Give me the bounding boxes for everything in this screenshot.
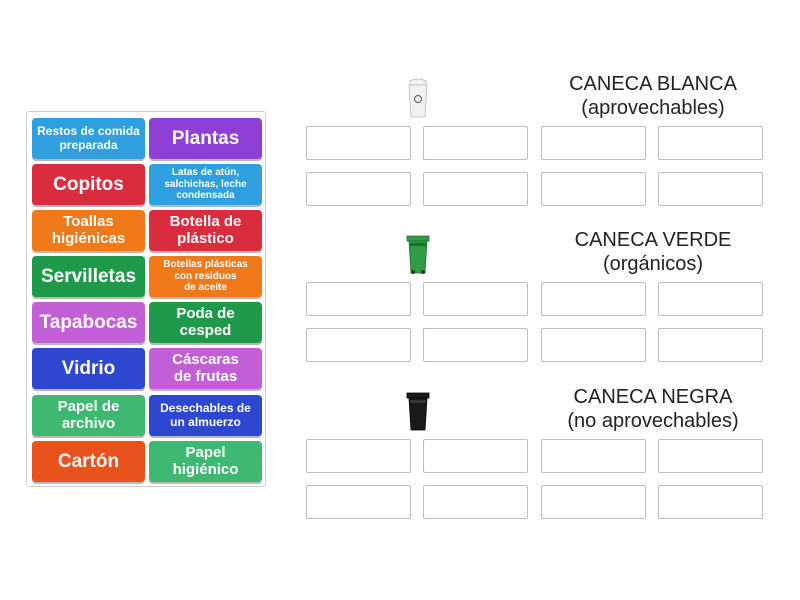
drop-zone[interactable]: [658, 328, 763, 362]
drop-zone[interactable]: [541, 328, 646, 362]
drop-zone[interactable]: [306, 172, 411, 206]
drop-zone[interactable]: [541, 126, 646, 160]
word-tile[interactable]: Latas de atún, salchichas, leche condens…: [149, 164, 262, 205]
word-tile[interactable]: Tapabocas: [32, 302, 145, 343]
drop-zone[interactable]: [423, 485, 528, 519]
word-tile[interactable]: Cartón: [32, 441, 145, 482]
word-tile[interactable]: Plantas: [149, 118, 262, 159]
word-tile-label: Toallas higiénicas: [51, 212, 126, 247]
drop-zone[interactable]: [423, 126, 528, 160]
black-bin-icon: [405, 390, 431, 437]
word-tile-label: Latas de atún, salchichas, leche condens…: [164, 167, 247, 202]
word-tile[interactable]: Copitos: [32, 164, 145, 205]
drop-zone[interactable]: [658, 126, 763, 160]
drop-zone[interactable]: [306, 439, 411, 473]
word-tile-label: Copitos: [53, 173, 124, 195]
word-tile[interactable]: Toallas higiénicas: [32, 210, 145, 251]
word-tile[interactable]: Restos de comida preparada: [32, 118, 145, 159]
word-tile-label: Botellas plásticas con residuos de aceit…: [163, 259, 248, 294]
bin-title: CANECA VERDE (orgánicos): [574, 229, 732, 275]
drop-zone[interactable]: [423, 439, 528, 473]
drop-zone[interactable]: [306, 282, 411, 316]
drop-zone[interactable]: [541, 485, 646, 519]
word-tile[interactable]: Cáscaras de frutas: [149, 348, 262, 389]
word-tile-label: Vidrio: [61, 357, 116, 379]
drop-zone[interactable]: [541, 172, 646, 206]
word-tile-label: Papel higiénico: [172, 443, 239, 478]
bin-title: CANECA BLANCA (aprovechables): [569, 73, 737, 119]
drop-zone[interactable]: [541, 439, 646, 473]
drop-zone[interactable]: [658, 172, 763, 206]
word-tile[interactable]: Botellas plásticas con residuos de aceit…: [149, 256, 262, 297]
green-bin-icon: [405, 233, 431, 280]
drop-zone[interactable]: [423, 328, 528, 362]
drop-zone[interactable]: [306, 328, 411, 362]
word-tile-label: Restos de comida preparada: [37, 124, 140, 152]
drop-zone[interactable]: [423, 172, 528, 206]
drop-zone[interactable]: [658, 439, 763, 473]
word-tile[interactable]: Papel higiénico: [149, 441, 262, 482]
word-tile-label: Desechables de un almuerzo: [160, 401, 251, 429]
bin-title: CANECA NEGRA (no aprovechables): [567, 386, 739, 432]
word-tile-label: Tapabocas: [39, 311, 138, 333]
word-tile-label: Poda de cesped: [176, 304, 235, 339]
drop-zone[interactable]: [306, 126, 411, 160]
word-tile[interactable]: Vidrio: [32, 348, 145, 389]
word-tile[interactable]: Servilletas: [32, 256, 145, 297]
drop-zone[interactable]: [658, 282, 763, 316]
word-tile-label: Cartón: [57, 450, 120, 472]
word-tile-label: Papel de archivo: [57, 397, 120, 432]
word-tile-label: Servilletas: [40, 265, 137, 287]
word-tile-label: Botella de plástico: [169, 212, 242, 247]
white-bin-icon: [405, 77, 431, 124]
drop-zone[interactable]: [541, 282, 646, 316]
word-tile[interactable]: Papel de archivo: [32, 395, 145, 436]
drop-zone[interactable]: [306, 485, 411, 519]
word-tile[interactable]: Poda de cesped: [149, 302, 262, 343]
word-tile[interactable]: Desechables de un almuerzo: [149, 395, 262, 436]
word-tile-label: Plantas: [171, 127, 240, 149]
drop-zone[interactable]: [423, 282, 528, 316]
word-tile[interactable]: Botella de plástico: [149, 210, 262, 251]
word-tile-label: Cáscaras de frutas: [172, 350, 239, 385]
drop-zone[interactable]: [658, 485, 763, 519]
